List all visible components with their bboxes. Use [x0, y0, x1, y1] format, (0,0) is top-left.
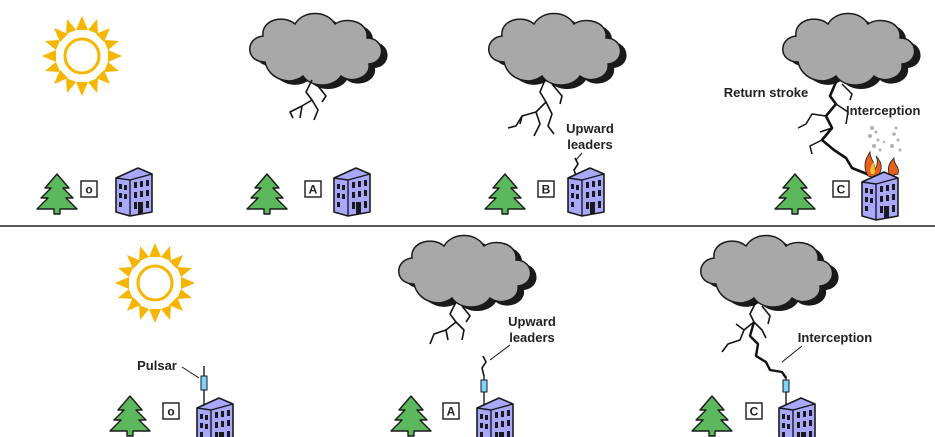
tree-icon	[36, 173, 78, 215]
upward-leaders-label: Upward	[566, 121, 614, 136]
lightning-icon	[797, 83, 853, 155]
step-label-o: o	[85, 183, 92, 197]
cloud-icon	[487, 12, 627, 89]
tree-icon	[109, 395, 151, 437]
annotation-pointer	[489, 344, 511, 361]
return-stroke-label: Return stroke	[724, 85, 809, 100]
upward-leaders-label: Upward	[508, 314, 556, 329]
tree-icon	[484, 173, 526, 215]
pulsar-label: Pulsar	[137, 358, 177, 373]
interception-stroke-icon	[748, 321, 787, 379]
step-box-o: o	[162, 402, 180, 420]
cloud-icon	[248, 12, 388, 89]
cloud-icon	[397, 234, 537, 311]
step-label-o-bottom: o	[167, 405, 174, 419]
tree-icon	[246, 173, 288, 215]
interception-label: Interception	[798, 330, 872, 345]
lightning-icon	[429, 301, 471, 345]
building-icon	[567, 167, 605, 217]
sun-icon	[40, 14, 124, 98]
step-label-c: C	[837, 183, 846, 197]
building-icon	[196, 397, 234, 437]
pulsar-icon	[480, 376, 488, 406]
bottom-panel-a: Upward leaders A	[390, 234, 556, 437]
cloud-icon	[781, 12, 921, 89]
step-box-o: o	[80, 180, 98, 198]
step-label-c-bottom: C	[750, 405, 759, 419]
step-box-c: C	[745, 402, 763, 420]
step-label-b: B	[542, 183, 551, 197]
annotation-pointer	[575, 152, 583, 161]
step-box-b: B	[537, 180, 555, 198]
building-icon	[333, 167, 371, 217]
lightning-icon	[507, 79, 563, 137]
tree-icon	[691, 395, 733, 437]
lightning-icon	[289, 79, 327, 121]
upward-leader-icon	[481, 355, 487, 377]
fire-icon	[864, 150, 899, 179]
step-label-a: A	[309, 183, 318, 197]
smoke-icon	[868, 126, 902, 152]
step-label-a-bottom: A	[447, 405, 456, 419]
pulsar-icon	[200, 366, 208, 406]
annotation-pointer	[781, 345, 803, 363]
sun-icon	[113, 241, 197, 325]
upward-leaders-label-2: leaders	[509, 330, 555, 345]
bottom-panel-o: Pulsar o	[109, 241, 234, 437]
cloud-icon	[699, 234, 839, 311]
top-panel-b: Upward leaders B	[484, 12, 627, 217]
pulsar-icon	[782, 376, 790, 406]
bottom-panel-c: Interception C	[691, 234, 872, 437]
top-panel-c: Return stroke Interception C	[724, 12, 921, 221]
top-panel-a: A	[246, 12, 388, 217]
tree-icon	[774, 173, 816, 215]
top-panel-o: o	[36, 14, 153, 217]
building-icon	[861, 171, 899, 221]
return-stroke-icon	[820, 81, 879, 180]
lightning-icon	[721, 301, 771, 353]
building-icon	[476, 397, 514, 437]
building-icon	[115, 167, 153, 217]
step-box-a: A	[442, 402, 460, 420]
building-icon	[778, 397, 816, 437]
step-box-a: A	[304, 180, 322, 198]
annotation-pointer	[181, 366, 200, 379]
interception-label: Interception	[846, 103, 920, 118]
tree-icon	[390, 395, 432, 437]
upward-leaders-label-2: leaders	[567, 137, 613, 152]
step-box-c: C	[832, 180, 850, 198]
